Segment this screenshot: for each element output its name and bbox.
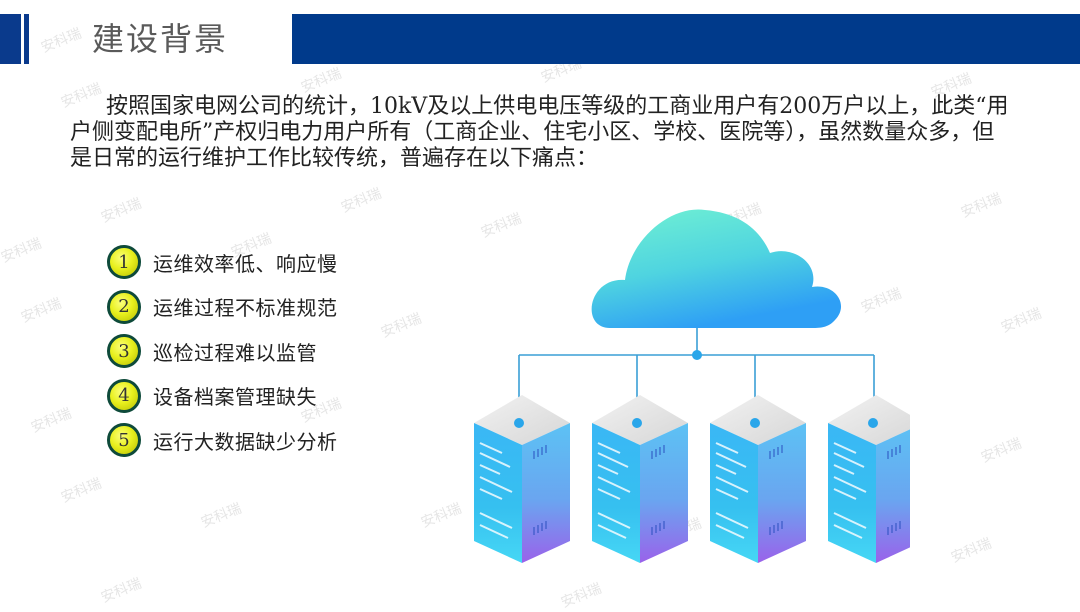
watermark: 安科瑞: [98, 575, 144, 607]
list-item: 3 巡检过程难以监管: [107, 329, 338, 374]
server-rack-icon: [710, 395, 806, 563]
number-badge: 4: [107, 378, 141, 413]
watermark: 安科瑞: [378, 310, 424, 342]
watermark: 安科瑞: [38, 25, 84, 57]
watermark: 安科瑞: [18, 295, 64, 327]
watermark: 安科瑞: [998, 305, 1044, 337]
watermark: 安科瑞: [978, 435, 1024, 467]
list-item: 2 运维过程不标准规范: [107, 285, 338, 330]
number-badge: 1: [107, 245, 141, 280]
watermark: 安科瑞: [958, 190, 1004, 222]
list-item-label: 设备档案管理缺失: [153, 385, 317, 410]
list-item: 1 运维效率低、响应慢: [107, 240, 338, 285]
number-badge: 2: [107, 289, 141, 324]
list-item: 5 运行大数据缺少分析: [107, 418, 338, 463]
server-rack-icon: [474, 395, 570, 563]
watermark: 安科瑞: [338, 185, 384, 217]
watermark: 安科瑞: [298, 65, 344, 97]
page-title: 建设背景: [92, 20, 229, 58]
watermark: 安科瑞: [198, 500, 244, 532]
cloud-icon: [591, 209, 842, 328]
header-banner-bar: [292, 14, 1080, 64]
hub-node-icon: [692, 350, 702, 360]
watermark: 安科瑞: [0, 235, 44, 267]
intro-paragraph: 按照国家电网公司的统计，10kV及以上供电电压等级的工商业用户有200万户以上，…: [70, 94, 1009, 171]
list-item-label: 运维效率低、响应慢: [153, 251, 338, 276]
server-rack-icon: [592, 395, 688, 563]
list-item-label: 运维过程不标准规范: [153, 296, 338, 321]
watermark: 安科瑞: [58, 475, 104, 507]
header-accent-bar: [0, 14, 21, 64]
watermark: 安科瑞: [98, 195, 144, 227]
number-badge: 3: [107, 334, 141, 369]
pain-points-list: 1 运维效率低、响应慢 2 运维过程不标准规范 3 巡检过程难以监管 4 设备档…: [107, 240, 338, 463]
list-item-label: 运行大数据缺少分析: [153, 429, 338, 454]
header-accent-stripe: [24, 14, 29, 64]
list-item: 4 设备档案管理缺失: [107, 374, 338, 419]
connector-lines: [518, 328, 875, 423]
watermark: 安科瑞: [948, 535, 994, 567]
watermark: 安科瑞: [28, 405, 74, 437]
list-item-label: 巡检过程难以监管: [153, 340, 317, 365]
cloud-server-diagram: [440, 195, 924, 605]
number-badge: 5: [107, 423, 141, 458]
server-rack-icon: [828, 395, 924, 563]
